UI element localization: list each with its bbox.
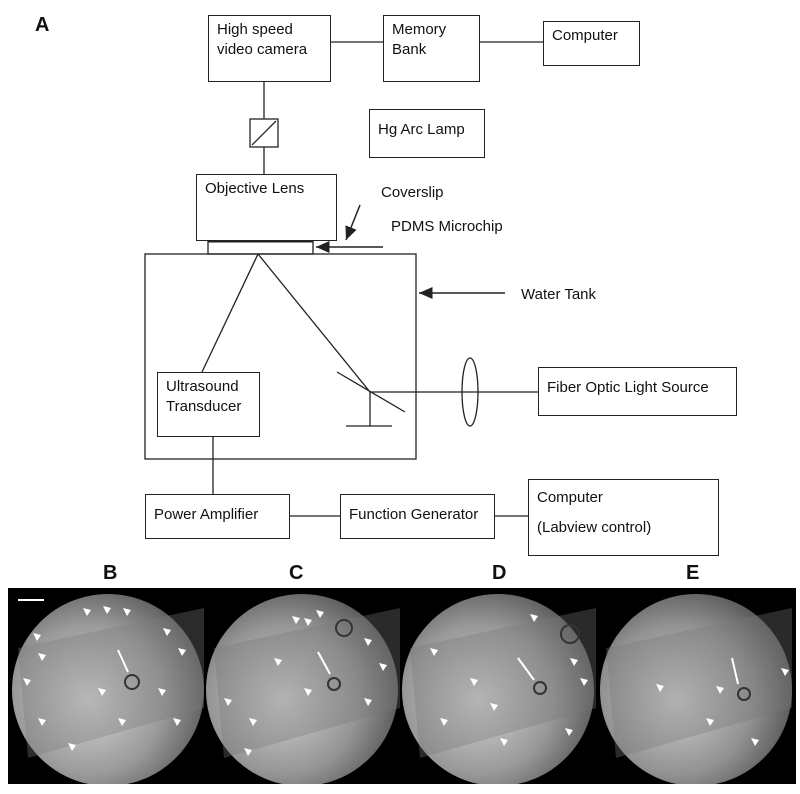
beam-splitter-diagonal <box>251 120 277 146</box>
water-tank <box>144 253 417 460</box>
arrowhead-markers <box>224 610 387 756</box>
coverslip-label: Coverslip <box>381 184 444 201</box>
function-generator-box: Function Generator <box>340 494 495 539</box>
computer-top-box: Computer <box>543 21 640 66</box>
power-amplifier-box: Power Amplifier <box>145 494 290 539</box>
labview-label: (Labview control) <box>537 519 652 536</box>
arrow-indicator <box>117 649 129 673</box>
panel-label-c: C <box>289 562 304 584</box>
water-tank-label: Water Tank <box>521 286 597 303</box>
arrow-indicator <box>317 651 331 675</box>
arrowhead-markers <box>23 606 186 751</box>
computer-bottom-label: Computer <box>537 489 603 506</box>
cell-cluster <box>737 687 751 701</box>
micrograph-b <box>12 594 204 784</box>
fiber-optic-light-source-box: Fiber Optic Light Source <box>538 367 737 416</box>
panel-label-a: A <box>35 14 50 36</box>
panel-label-e: E <box>686 562 700 584</box>
micrograph-strip <box>8 588 796 784</box>
pdms-microchip-label: PDMS Microchip <box>391 218 503 235</box>
hg-arc-lamp-box: Hg Arc Lamp <box>369 109 485 158</box>
light-beam-right <box>257 253 371 393</box>
ultrasound-transducer-box: Ultrasound Transducer <box>157 372 260 437</box>
arrow-indicator <box>731 657 739 685</box>
arrowhead-markers <box>430 614 588 746</box>
panel-label-b: B <box>103 562 118 584</box>
cell-cluster-top <box>560 624 580 644</box>
pdms-microchip <box>207 240 314 255</box>
objective-lens-box: Objective Lens <box>196 174 337 241</box>
coverslip-arrow <box>345 204 361 241</box>
micrograph-e <box>600 594 792 784</box>
cell-cluster-top <box>335 619 353 637</box>
micrograph-d <box>402 594 596 784</box>
cell-cluster <box>124 674 140 690</box>
cell-cluster <box>327 677 341 691</box>
panel-label-d: D <box>492 562 507 584</box>
focusing-lens <box>461 357 479 427</box>
micrograph-c <box>206 594 400 784</box>
arrowhead-markers <box>656 668 789 746</box>
computer-labview-box: Computer (Labview control) <box>528 479 719 556</box>
ultrasound-beam-left <box>201 253 259 373</box>
arrow-indicator <box>517 657 535 681</box>
memory-bank-box: Memory Bank <box>383 15 480 82</box>
cell-cluster <box>533 681 547 695</box>
high-speed-camera-box: High speed video camera <box>208 15 331 82</box>
